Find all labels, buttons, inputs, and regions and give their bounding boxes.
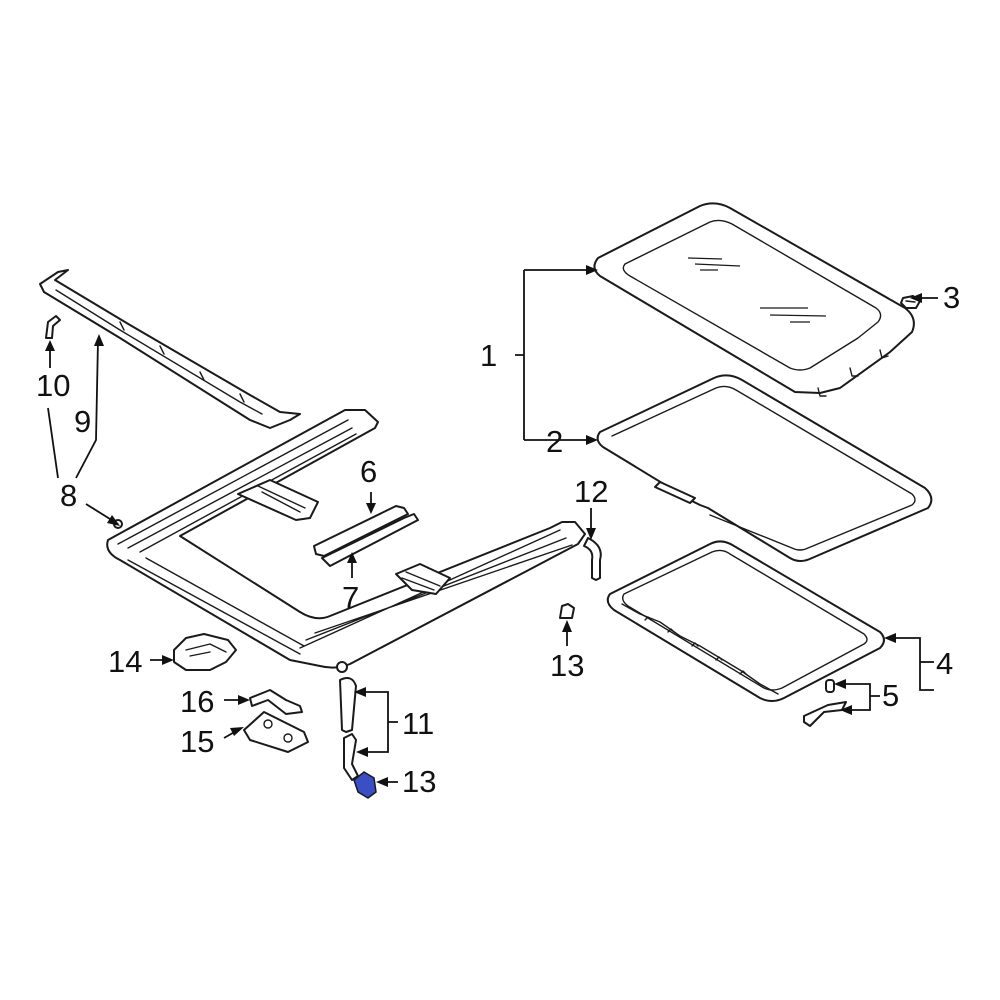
callout-13-lower: 13 [402,764,436,799]
motor-part-14[interactable] [173,633,237,671]
bracket-part-15[interactable] [243,711,309,753]
callout-16: 16 [180,684,214,719]
grommet-part-13-highlighted[interactable] [353,771,377,799]
guide-rail-part-7[interactable] [321,513,419,567]
callout-15: 15 [180,724,214,759]
grommet-part-13-right[interactable] [559,603,575,619]
sunroof-frame[interactable] [106,409,586,673]
callout-6: 6 [360,454,377,489]
callout-8: 8 [60,478,77,513]
callout-11: 11 [402,706,434,741]
drain-hose-part-12[interactable] [583,537,602,581]
shade-clip-parts-5[interactable] [803,679,847,727]
guide-rail-part-6[interactable] [313,505,409,557]
cable-part-16[interactable] [249,689,303,715]
callout-5: 5 [882,678,899,713]
callout-3: 3 [943,280,960,315]
drain-hose-part-11[interactable] [339,677,359,781]
clip-part-10[interactable] [45,315,61,339]
callout-labels: 1 2 3 4 5 6 7 8 9 10 11 12 13 13 14 15 1… [36,280,960,799]
callout-2: 2 [546,424,563,459]
callout-10: 10 [36,368,70,403]
glass-panel[interactable] [593,202,915,397]
front-trim-rail[interactable] [39,269,301,429]
callout-4: 4 [936,646,953,681]
callout-9: 9 [74,404,91,439]
callout-13-right: 13 [550,648,584,683]
callout-1: 1 [480,338,497,373]
sunshade-panel[interactable] [606,540,885,702]
callout-7: 7 [342,580,359,615]
callout-12: 12 [574,474,608,509]
weatherstrip-seal[interactable] [596,374,933,562]
callout-14: 14 [108,644,142,679]
leader-lines [45,265,938,787]
